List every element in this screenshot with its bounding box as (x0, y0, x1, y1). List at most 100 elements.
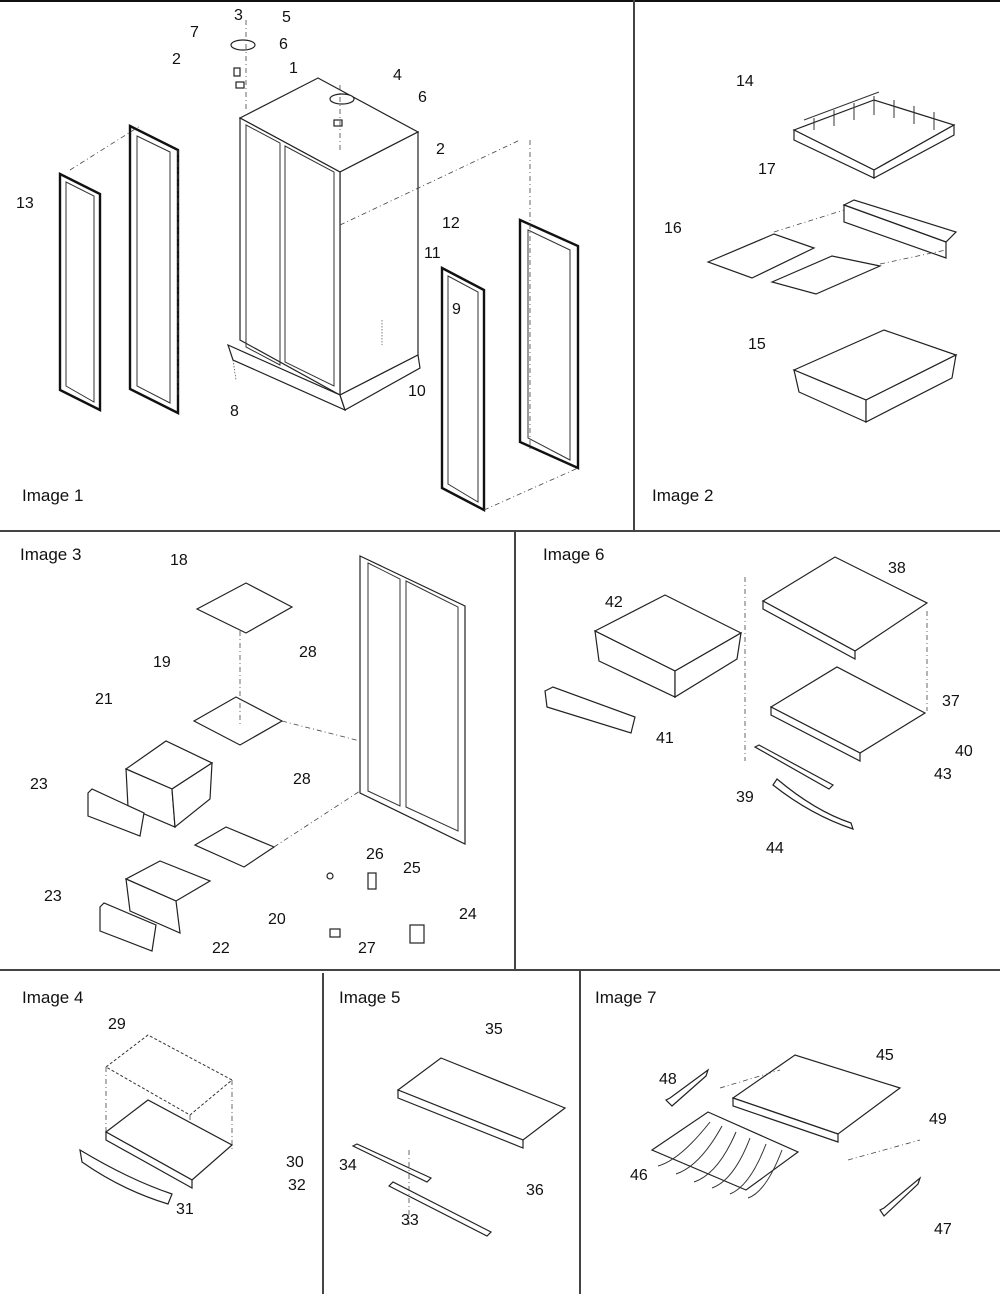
callout-42: 42 (605, 594, 623, 611)
callout-24: 24 (459, 906, 477, 923)
callout-22: 22 (212, 940, 230, 957)
callout-26: 26 (366, 846, 384, 863)
divider-image3-image6 (514, 530, 516, 969)
right-door (483, 140, 580, 511)
panel-title-image2: Image 2 (652, 486, 714, 505)
panel-title-image6: Image 6 (543, 545, 605, 564)
shelf-38 (761, 556, 929, 661)
crisper-assembly-drawing (87, 555, 466, 952)
top-border (0, 0, 1000, 2)
callout-45: 45 (876, 1047, 894, 1064)
pan-drawer (792, 329, 958, 423)
callout-41: 41 (656, 730, 674, 747)
panel-image4: Image 4 29 30 32 31 (0, 970, 322, 1294)
callout-35: 35 (485, 1021, 503, 1038)
cabinet-exploded-drawing (58, 20, 580, 512)
callout-44: 44 (766, 840, 784, 857)
divider-row2-row3 (0, 969, 1000, 971)
callout-4: 4 (393, 67, 402, 84)
callout-20: 20 (268, 911, 286, 928)
callout-1: 1 (289, 60, 298, 77)
callout-2: 2 (436, 141, 445, 158)
callout-34: 34 (339, 1157, 357, 1174)
bracket-47 (879, 1176, 922, 1217)
callout-16: 16 (664, 220, 682, 237)
cabinet (226, 77, 521, 412)
panel-image2: Image 2 14 17 16 15 (634, 0, 1000, 530)
callout-28: 28 (299, 644, 317, 661)
callout-49: 49 (929, 1111, 947, 1128)
callout-28: 28 (293, 771, 311, 788)
callout-25: 25 (403, 860, 421, 877)
panel-image5: Image 5 35 34 36 33 (323, 970, 579, 1294)
bin-21 (124, 740, 214, 829)
front-23-lower (99, 902, 157, 952)
panel-image1: Image 1 3 5 7 6 2 1 4 6 2 13 12 11 9 10 … (0, 0, 633, 530)
top-hinge-parts (230, 20, 355, 150)
bar-39 (753, 744, 834, 790)
left-door-gasket (58, 172, 102, 412)
divider-row1-row2 (0, 530, 1000, 532)
bar-34 (351, 1143, 433, 1183)
left-door (69, 124, 180, 415)
deli-pan-shelf-drawing (544, 556, 929, 830)
callout-47: 47 (934, 1221, 952, 1238)
callout-21: 21 (95, 691, 113, 708)
shelf-rail (842, 199, 958, 259)
front-23-upper (87, 788, 145, 837)
shelf-35 (396, 1057, 567, 1149)
panel-image6: Image 6 38 42 37 41 40 43 39 44 (515, 531, 1000, 969)
frame-19 (192, 696, 284, 746)
shelf-45 (731, 1054, 902, 1143)
callout-29: 29 (108, 1016, 126, 1033)
callout-36: 36 (526, 1182, 544, 1199)
callout-2: 2 (172, 51, 181, 68)
divider-image4-image5 (322, 973, 324, 1294)
callout-33: 33 (401, 1212, 419, 1229)
callout-5: 5 (282, 9, 291, 26)
frame-30 (104, 1099, 234, 1190)
callout-10: 10 (408, 383, 426, 400)
callout-7: 7 (190, 24, 199, 41)
callout-46: 46 (630, 1167, 648, 1184)
cabinet-liner (359, 555, 466, 845)
callout-27: 27 (358, 940, 376, 957)
callout-6: 6 (418, 89, 427, 106)
callout-15: 15 (748, 336, 766, 353)
callout-11: 11 (424, 245, 441, 262)
callout-8: 8 (230, 403, 239, 420)
callout-37: 37 (942, 693, 960, 710)
callout-31: 31 (176, 1201, 194, 1218)
callout-18: 18 (170, 552, 188, 569)
wine-rack-shelf-drawing (650, 1054, 922, 1217)
callout-39: 39 (736, 789, 754, 806)
divider-image5-image7 (579, 969, 581, 1294)
panel-title-image7: Image 7 (595, 988, 657, 1007)
trim-31 (79, 1148, 173, 1205)
cover-20 (193, 826, 276, 868)
callout-43: 43 (934, 766, 952, 783)
shelf-assembly-drawing (351, 1057, 567, 1237)
callout-14: 14 (736, 73, 754, 90)
trim-33 (387, 1181, 493, 1237)
callout-38: 38 (888, 560, 906, 577)
panel-title-image3: Image 3 (20, 545, 82, 564)
panel-title-image4: Image 4 (22, 988, 84, 1007)
panel-image3: Image 3 18 28 19 21 23 28 26 25 23 20 24… (0, 531, 514, 969)
panel-title-image1: Image 1 (22, 486, 84, 505)
callout-3: 3 (234, 7, 243, 24)
pan-42 (593, 594, 743, 699)
callout-30: 30 (286, 1154, 304, 1171)
bracket-48 (664, 1068, 710, 1107)
shelf-18 (195, 582, 294, 634)
right-door-gasket (440, 266, 486, 512)
small-parts (326, 872, 425, 944)
frame-40 (769, 666, 927, 762)
trim-44 (772, 778, 854, 830)
wire-basket (792, 91, 956, 180)
callout-23: 23 (44, 888, 62, 905)
panel-title-image5: Image 5 (339, 988, 401, 1007)
divider-image1-image2 (633, 0, 635, 530)
bin-22 (124, 860, 212, 934)
wine-rack-46 (650, 1111, 800, 1199)
